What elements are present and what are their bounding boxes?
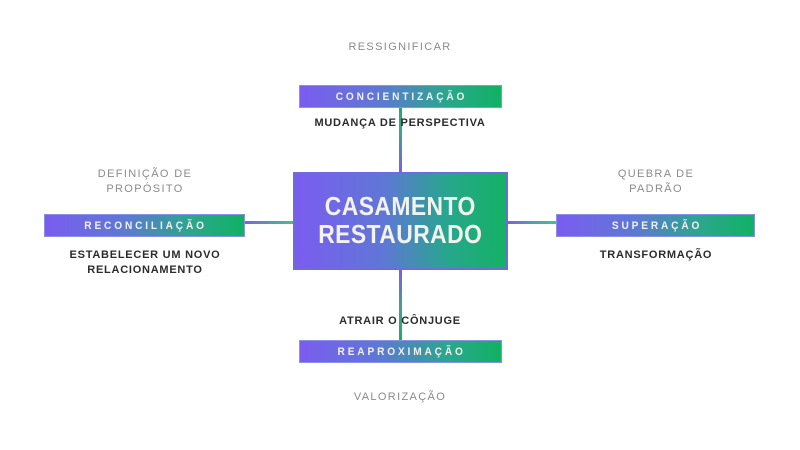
connector-center-to-top [399,107,402,173]
left-inner-caption: ESTABELECER UM NOVO RELACIONAMENTO [69,249,221,276]
top-outer-caption: RESSIGNIFICAR [348,41,452,53]
top-inner-caption: MUDANÇA DE PERSPECTIVA [314,117,486,129]
branch-bar-right[interactable]: SUPERAÇÃO [556,214,755,237]
branch-bar-left[interactable]: RECONCILIAÇÃO [44,214,245,237]
connector-center-to-right [506,221,556,224]
center-node-label: CASAMENTO RESTAURADO [318,191,483,249]
right-outer-caption: QUEBRA DE PADRÃO [617,168,695,195]
right-inner-caption: TRANSFORMAÇÃO [599,249,713,261]
connector-center-to-bottom [399,269,402,341]
bottom-outer-caption: VALORIZAÇÃO [353,391,447,403]
branch-bar-top[interactable]: CONCIENTIZAÇÃO [299,85,502,108]
bottom-inner-caption: ATRAIR O CÔNJUGE [339,315,461,327]
center-node[interactable]: CASAMENTO RESTAURADO [293,172,508,270]
branch-bar-right-label: SUPERAÇÃO [611,219,703,232]
branch-bar-bottom[interactable]: REAPROXIMAÇÃO [299,340,502,363]
branch-bar-bottom-label: REAPROXIMAÇÃO [337,345,467,358]
branch-bar-top-label: CONCIENTIZAÇÃO [336,90,468,103]
connector-center-to-left [243,221,295,224]
branch-bar-left-label: RECONCILIAÇÃO [84,219,208,232]
left-outer-caption: DEFINIÇÃO DE PROPÓSITO [97,168,193,195]
